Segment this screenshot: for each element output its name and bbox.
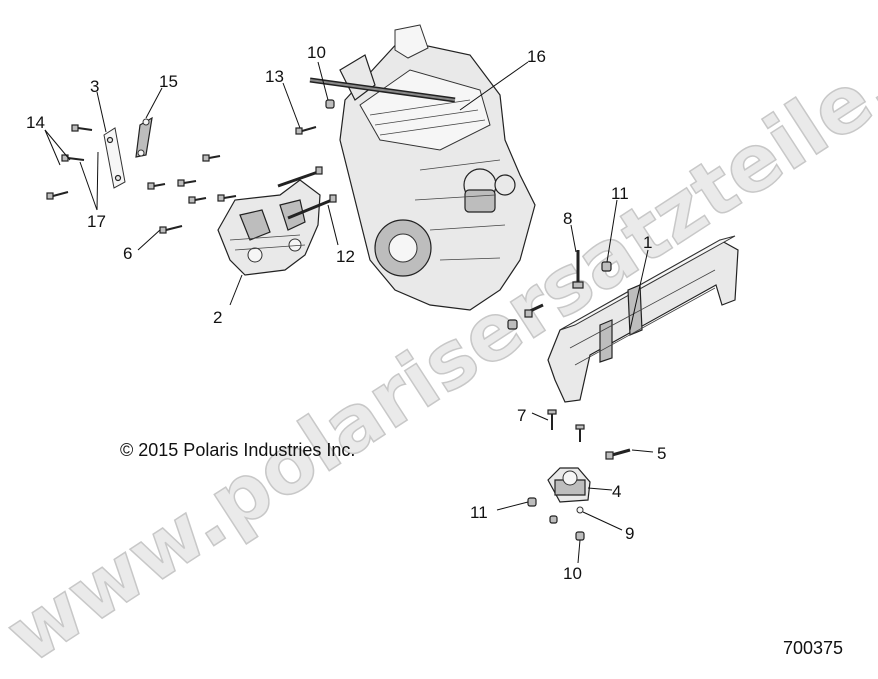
callout-13: 13 (265, 67, 284, 86)
callout-10-top: 10 (307, 43, 326, 62)
engine-assembly (309, 24, 536, 311)
callout-12: 12 (336, 247, 355, 266)
callout-8: 8 (563, 209, 572, 228)
engine-mount-bracket (217, 179, 321, 276)
bracket-plate (103, 127, 126, 189)
copyright-notice: © 2015 Polaris Industries Inc. (120, 440, 356, 460)
callout-6: 6 (123, 244, 132, 263)
rubber-mount (527, 467, 591, 541)
callout-15: 15 (159, 72, 178, 91)
callout-11-bottom: 11 (470, 503, 488, 522)
callout-2: 2 (213, 308, 222, 327)
callout-labels: 1 2 3 4 5 6 7 8 9 10 10 11 11 12 13 14 1… (26, 43, 666, 583)
callout-4: 4 (612, 482, 621, 501)
callout-1: 1 (643, 233, 652, 252)
diagram-number: 700375 (783, 638, 844, 658)
callout-7: 7 (517, 406, 526, 425)
leader-lines (44, 61, 654, 564)
callout-17: 17 (87, 212, 106, 231)
bolt-set-left (46, 99, 337, 234)
callout-5: 5 (657, 444, 666, 463)
bolt-set-right (507, 250, 631, 460)
callout-3: 3 (90, 77, 99, 96)
callout-14: 14 (26, 113, 45, 132)
callout-11-top: 11 (611, 184, 629, 203)
callout-9: 9 (625, 524, 634, 543)
link-arm (135, 116, 153, 158)
callout-16: 16 (527, 47, 546, 66)
callout-10-bottom: 10 (563, 564, 582, 583)
